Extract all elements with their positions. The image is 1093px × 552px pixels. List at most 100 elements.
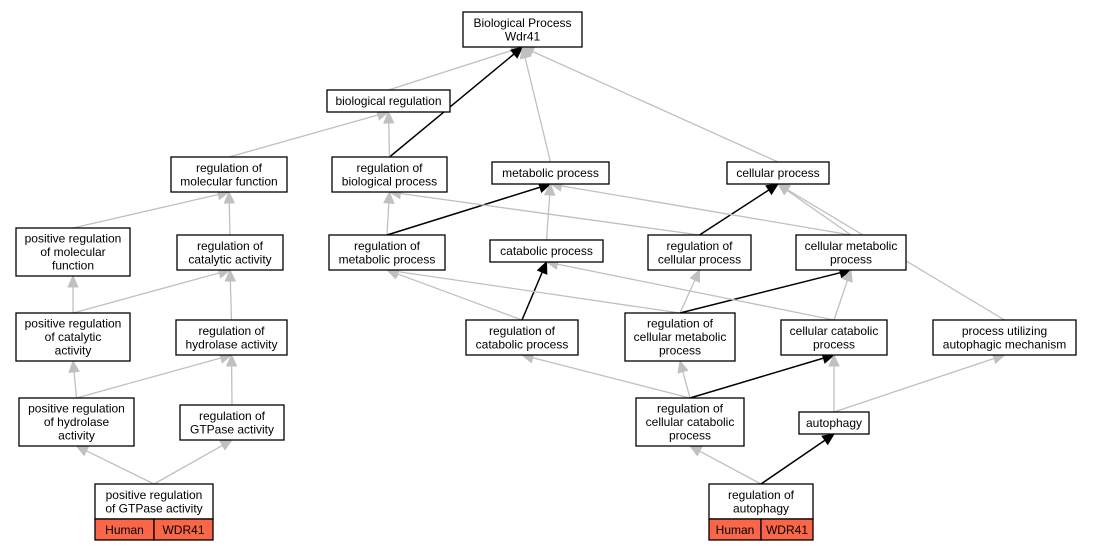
edge-regulation-of-gtpase-activity-to-regulation-of-hydrolase-activity xyxy=(225,353,238,406)
edge-regulation-of-catabolic-process-to-catabolic-process xyxy=(521,260,548,321)
arrowhead xyxy=(223,190,236,204)
edge-line xyxy=(72,272,220,314)
node-label: catabolic process xyxy=(500,244,593,258)
node-label: regulation of xyxy=(197,239,264,253)
node-label: positive regulation xyxy=(25,317,122,331)
node-box xyxy=(15,312,131,362)
node-box xyxy=(331,156,448,193)
arrowhead xyxy=(543,182,556,196)
gene-label: WDR41 xyxy=(162,523,204,537)
edge-regulation-of-biological-process-to-biological-regulation xyxy=(382,110,395,158)
arrowhead xyxy=(219,439,234,451)
node-label: activity xyxy=(58,429,95,443)
node-label: regulation of xyxy=(196,161,263,175)
node-box xyxy=(175,319,288,356)
edge-line xyxy=(699,450,762,485)
arrowhead xyxy=(677,359,689,374)
node-biological-regulation[interactable]: biological regulation xyxy=(326,89,451,113)
arrowhead xyxy=(225,353,238,367)
node-box xyxy=(94,483,214,520)
edge-positive-regulation-of-gtpase-activity-to-positive-regulation-of-hydrolase-activity xyxy=(75,445,155,485)
edge-line xyxy=(389,53,515,158)
edge-metabolic-process-to-root xyxy=(519,45,552,163)
node-box xyxy=(465,319,579,356)
node-metabolic-process[interactable]: metabolic process xyxy=(491,161,610,185)
edge-line xyxy=(833,357,995,413)
edge-regulation-of-autophagy-to-autophagy xyxy=(760,433,835,485)
edge-line xyxy=(532,50,779,163)
node-label: positive regulation xyxy=(106,488,203,502)
node-label: metabolic process xyxy=(502,166,599,180)
edge-regulation-of-cellular-metabolic-process-to-regulation-of-cellular-process xyxy=(679,268,701,314)
arrowhead xyxy=(382,110,395,124)
edge-cellular-process-to-root xyxy=(521,46,779,163)
edge-cellular-metabolic-process-to-metabolic-process xyxy=(549,180,852,236)
edge-line xyxy=(699,189,770,236)
edge-line xyxy=(760,439,826,485)
edge-positive-regulation-of-catalytic-activity-to-positive-regulation-of-molecular-function xyxy=(67,274,79,313)
node-label: cellular process xyxy=(658,252,741,266)
node-label: hydrolase activity xyxy=(185,337,277,351)
edge-line xyxy=(561,185,852,236)
node-cellular-process[interactable]: cellular process xyxy=(726,161,830,185)
gene-label: WDR41 xyxy=(766,523,808,537)
edge-line xyxy=(397,273,523,321)
node-label: regulation of xyxy=(199,409,266,423)
edge-line xyxy=(228,202,231,236)
node-label: regulation of xyxy=(356,161,423,175)
node-box xyxy=(932,319,1077,356)
node-autophagy[interactable]: autophagy xyxy=(798,411,870,435)
edge-regulation-of-hydrolase-activity-to-regulation-of-catalytic-activity xyxy=(224,268,237,321)
node-label: process xyxy=(669,429,711,443)
edge-line xyxy=(521,271,543,321)
edge-regulation-of-cellular-catabolic-process-to-regulation-of-cellular-metabolic-process xyxy=(677,359,691,399)
edge-cellular-metabolic-process-to-cellular-process xyxy=(777,183,852,236)
arrowhead xyxy=(383,190,395,204)
edge-line xyxy=(682,371,691,399)
arrowhead xyxy=(689,268,701,283)
node-label: regulation of xyxy=(198,324,265,338)
node-label: regulation of xyxy=(666,239,733,253)
node-label: regulation of xyxy=(647,317,714,331)
node-box xyxy=(462,11,583,48)
node-box xyxy=(635,397,745,447)
edge-line xyxy=(72,193,219,229)
edge-regulation-of-biological-process-to-root xyxy=(389,46,524,158)
edge-regulation-of-cellular-metabolic-process-to-regulation-of-metabolic-process xyxy=(385,265,681,314)
edge-line xyxy=(400,192,700,236)
edge-regulation-of-cellular-process-to-regulation-of-biological-process xyxy=(388,187,700,236)
edge-autophagy-to-cellular-catabolic-process xyxy=(828,353,840,412)
node-label: process xyxy=(813,337,855,351)
edge-line xyxy=(524,57,552,163)
gene-cell xyxy=(760,518,814,541)
edge-regulation-of-molecular-function-to-biological-regulation xyxy=(228,109,390,158)
arrowhead xyxy=(828,353,840,367)
node-label: process xyxy=(659,344,701,358)
edge-line xyxy=(386,186,541,236)
edge-line xyxy=(153,444,223,485)
node-label: biological process xyxy=(342,174,437,188)
edge-autophagy-to-process-utilizing-autophagic-mechanism xyxy=(833,353,1006,413)
node-label: regulation of xyxy=(354,239,421,253)
node-label: activity xyxy=(55,344,92,358)
node-catabolic-process[interactable]: catabolic process xyxy=(489,239,604,263)
